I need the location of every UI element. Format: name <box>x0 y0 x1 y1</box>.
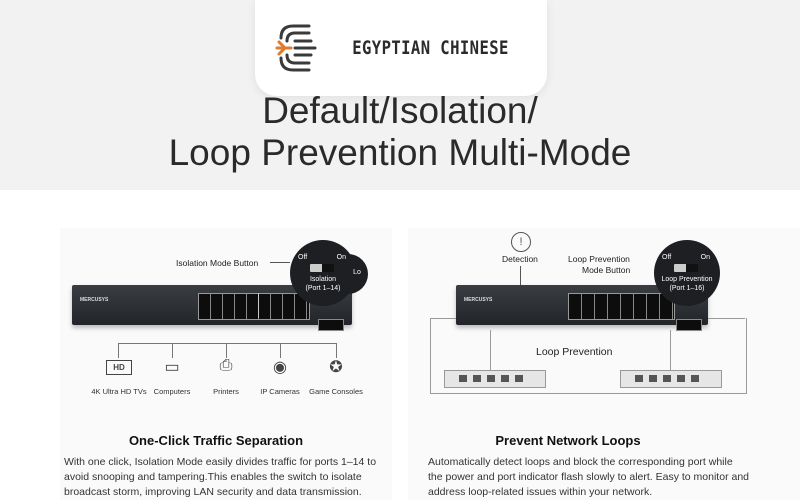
gamepad-icon: ✪ <box>329 359 343 376</box>
device-label-tv: 4K Ultra HD TVs <box>91 387 147 396</box>
port-array-1 <box>198 293 310 320</box>
callout-on: On <box>336 254 346 261</box>
tv-icon: HD <box>106 360 132 375</box>
callout-partial: Lo <box>346 254 368 294</box>
loop-frame-right-top <box>708 318 745 319</box>
loop-callout: Off On Loop Prevention (Port 1–16) <box>654 240 720 306</box>
loop-panel <box>408 228 800 500</box>
loop-callout-label-1: Loop Prevention <box>568 254 630 264</box>
sfp-ports-right <box>676 319 702 331</box>
device-label-printers: Printers <box>213 387 239 396</box>
device-label-computers: Computers <box>153 387 191 396</box>
loop-description: Automatically detect loops and block the… <box>428 455 749 500</box>
loop-link-2 <box>670 330 671 370</box>
headline-line-1: Default/Isolation/ <box>262 90 538 131</box>
brand-name: EGYPTIAN CHINESE <box>352 37 510 59</box>
printer-icon: ⎙ <box>219 357 233 374</box>
isolation-description: With one click, Isolation Mode easily di… <box>64 455 376 500</box>
isolation-toggle[interactable] <box>310 264 334 272</box>
loop-prevention-label: Loop Prevention <box>536 346 613 358</box>
loop-frame <box>430 318 747 394</box>
device-line-4 <box>280 343 281 358</box>
callout-connector <box>270 262 290 263</box>
loop-callout-off: Off <box>662 254 672 261</box>
loop-callout-label-2: Mode Button <box>582 265 631 275</box>
brand-logo-card: EGYPTIAN CHINESE <box>255 0 547 96</box>
detection-line <box>520 266 521 290</box>
isolation-text-line-1: With one click, Isolation Mode easily di… <box>64 456 377 468</box>
loop-callout-ports: (Port 1–16) <box>669 285 705 292</box>
loop-callout-on: On <box>700 254 710 261</box>
isolation-title: One-Click Traffic Separation <box>128 433 304 448</box>
device-line-5 <box>336 343 337 358</box>
camera-icon: ◉ <box>273 359 287 376</box>
callout-ports: (Port 1–14) <box>305 285 341 292</box>
headline-line-2: Loop Prevention Multi-Mode <box>168 132 632 173</box>
isolation-callout: Off On Isolation (Port 1–14) <box>290 240 356 306</box>
callout-lo: Lo <box>353 269 361 276</box>
port-divider <box>258 293 259 318</box>
device-bus <box>118 343 336 344</box>
callout-off: Off <box>298 254 308 261</box>
device-line-3 <box>226 343 227 358</box>
loop-callout-mode: Loop Prevention <box>661 276 713 283</box>
port-array-2 <box>568 293 675 320</box>
isolation-text-line-3: broadcast storm, improving LAN security … <box>64 486 362 498</box>
switch-brand-right: MERCUSYS <box>464 297 493 303</box>
loop-switch-box-1 <box>444 370 546 388</box>
brand-logo-icon <box>275 24 317 72</box>
loop-frame-left-top <box>430 318 456 319</box>
loop-text-line-2: the power and port indicator flash slowl… <box>428 471 749 483</box>
callout-mode: Isolation <box>309 276 337 283</box>
detection-label: Detection <box>502 254 538 264</box>
detection-icon: ! <box>511 232 531 252</box>
loop-link-1 <box>490 330 491 370</box>
isolation-text-line-2: avoid snooping and tampering.This enable… <box>64 471 362 483</box>
sfp-ports <box>318 319 344 331</box>
device-line-1 <box>118 343 119 358</box>
computer-icon: ▭ <box>164 359 180 376</box>
loop-toggle[interactable] <box>674 264 698 272</box>
device-line-2 <box>172 343 173 358</box>
switch-brand: MERCUSYS <box>80 297 109 303</box>
device-label-consoles: Game Consoles <box>309 387 363 396</box>
device-label-cameras: IP Cameras <box>260 387 300 396</box>
loop-text-line-3: address loop-related issues within your … <box>428 486 653 498</box>
loop-title: Prevent Network Loops <box>495 433 641 448</box>
isolation-mode-label: Isolation Mode Button <box>176 258 259 268</box>
loop-switch-box-2 <box>620 370 722 388</box>
loop-text-line-1: Automatically detect loops and block the… <box>428 456 733 468</box>
